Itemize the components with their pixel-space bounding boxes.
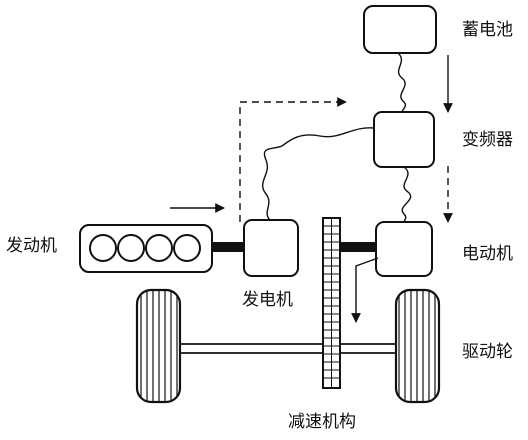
engine-generator-shaft: [212, 242, 244, 252]
engine-cylinder-icon: [89, 234, 117, 262]
generator-to-inverter-dashed-arrow: [239, 97, 347, 222]
inverter-motor-cable: [401, 166, 412, 223]
reducer-label: 减速机构: [288, 412, 356, 432]
battery-inverter-cable: [397, 52, 407, 113]
inverter-box: [373, 111, 435, 168]
motor-box: [375, 221, 433, 277]
inverter-generator-cable: [261, 127, 375, 221]
motor-reducer-shaft: [340, 242, 376, 252]
generator-label: 发电机: [242, 290, 293, 310]
generator-box: [243, 219, 299, 277]
drive-axle: [180, 343, 396, 354]
reducer-gear: [322, 217, 341, 389]
engine-cylinder-icon: [145, 234, 173, 262]
motor-to-axle-arrow: [351, 257, 379, 323]
right-drive-wheel: [394, 288, 441, 404]
drive-wheel-label: 驱动轮: [462, 342, 513, 362]
battery-box: [363, 5, 437, 54]
engine-label: 发动机: [6, 236, 57, 256]
motor-label: 电动机: [462, 244, 513, 264]
engine-cylinder-icon: [117, 234, 145, 262]
inverter-label: 变频器: [462, 130, 513, 150]
battery-label: 蓄电池: [462, 20, 513, 40]
engine-cylinder-icon: [173, 234, 201, 262]
engine-block: [79, 224, 213, 273]
left-drive-wheel: [135, 288, 182, 404]
